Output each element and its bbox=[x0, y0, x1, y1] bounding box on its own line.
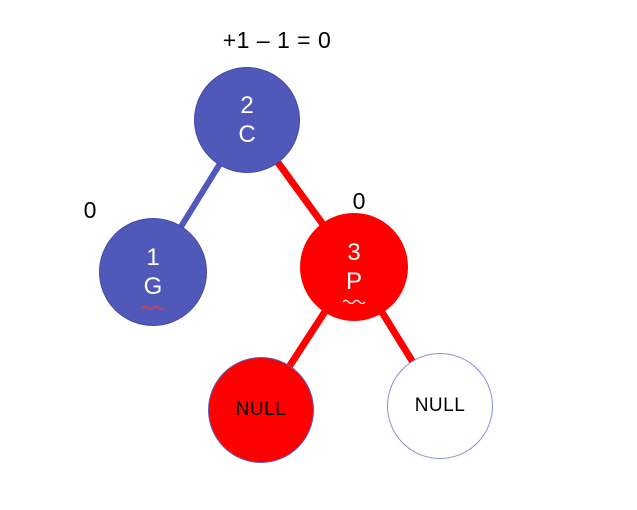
tree-node-left-child: 1 G bbox=[99, 218, 207, 326]
balance-factor-label-right: 0 bbox=[352, 188, 366, 214]
spellcheck-underline-icon bbox=[342, 299, 366, 304]
tree-node-null-left: NULL bbox=[208, 357, 314, 463]
node-left-label: G bbox=[143, 273, 163, 300]
node-right-label: P bbox=[345, 268, 362, 295]
balance-factor-label-left: 0 bbox=[83, 197, 97, 223]
balance-equation-title: +1 – 1 = 0 bbox=[222, 27, 332, 53]
node-null-left-label: NULL bbox=[235, 399, 287, 420]
tree-node-root: 2 C bbox=[194, 67, 300, 173]
node-root-label: C bbox=[238, 121, 256, 148]
tree-node-right-child: 3 P bbox=[300, 213, 408, 321]
tree-node-null-right: NULL bbox=[387, 353, 493, 459]
node-null-right-label: NULL bbox=[414, 395, 466, 416]
node-root-value: 2 bbox=[240, 92, 254, 119]
node-right-value: 3 bbox=[347, 239, 361, 266]
spellcheck-underline-icon bbox=[141, 305, 165, 310]
node-left-value: 1 bbox=[146, 244, 160, 271]
